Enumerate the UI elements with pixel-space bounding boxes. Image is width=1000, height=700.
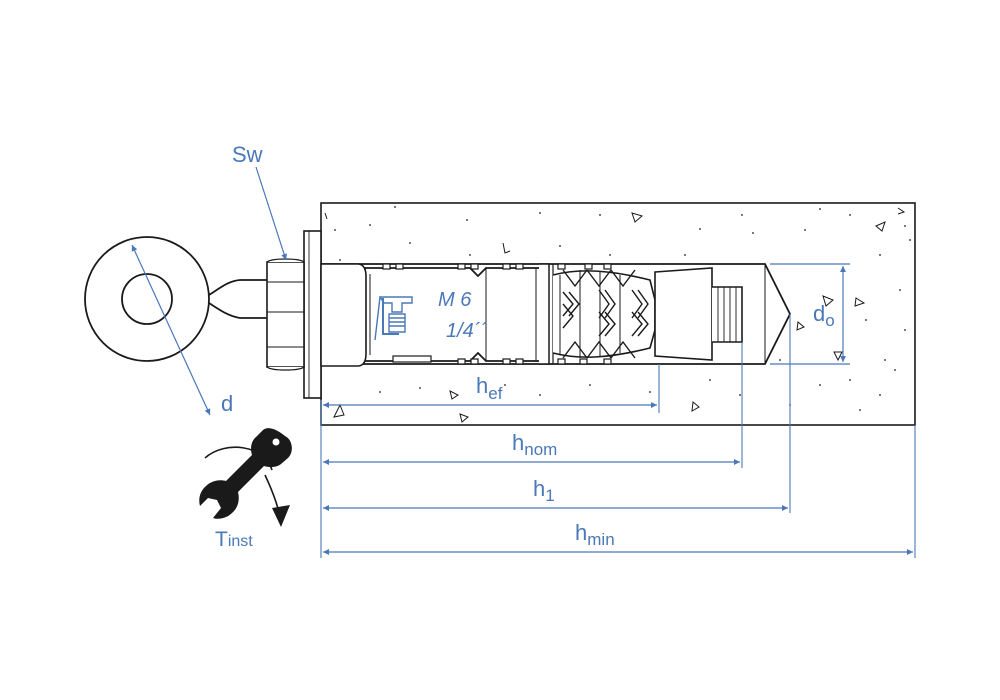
min-thickness-label: hmin [575,520,615,549]
hole-diameter-dimension [770,263,850,365]
washer [303,230,322,399]
anchor-sleeve [364,263,656,365]
sleeve-slots [382,263,612,365]
hole-depth-sub: 1 [545,486,554,505]
install-torque-label: Tinst [215,528,253,551]
extension-lines [320,314,916,558]
hole-diameter-label: do [813,301,835,330]
hole-depth-label: h1 [533,476,555,505]
effective-depth-sub: ef [488,384,502,403]
hole-depth-main: h [533,476,545,501]
min-thickness-sub: min [587,530,614,549]
torque-wrench-icon [199,428,292,527]
wrench-size-leader [255,166,288,261]
brand-logo-icon [374,296,413,341]
nominal-depth-main: h [512,430,524,455]
eye-ring [84,236,267,362]
hex-nut [266,258,305,371]
size-imperial-label: 1/4´´ [446,320,487,342]
effective-depth-main: h [476,373,488,398]
install-torque-sub: inst [228,533,253,550]
ring-diameter-dimension [131,244,211,416]
ring-diameter-label: d [221,391,233,416]
effective-depth-label: hef [476,373,503,403]
install-torque-main: T [215,528,228,551]
hole-diameter-sub: o [825,311,834,330]
nominal-depth-label: hnom [512,430,557,459]
expansion-cone [654,267,743,361]
wrench-size-label: Sw [232,142,263,167]
sleeve-hex-head [320,263,367,367]
hole-diameter-main: d [813,301,825,326]
size-metric-label: M 6 [438,289,472,311]
min-thickness-main: h [575,520,587,545]
expansion-chevrons [562,269,649,359]
nominal-depth-sub: nom [524,440,557,459]
concrete-speckles [334,206,911,411]
